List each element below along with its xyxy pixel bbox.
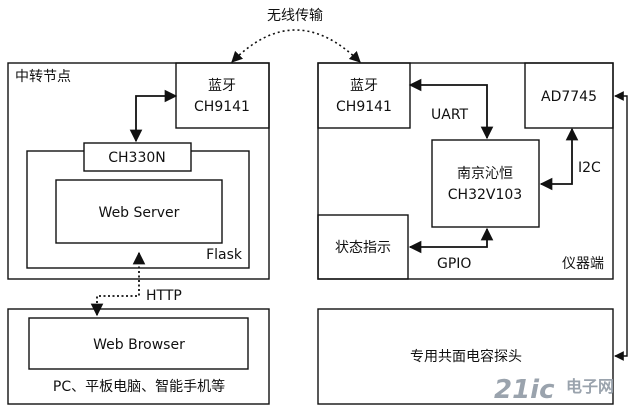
relay-bt-usb-link (129, 89, 178, 143)
probe-label: 专用共面电容探头 (410, 348, 522, 365)
client-box (7, 308, 270, 405)
web-browser-label: Web Browser (93, 337, 185, 353)
mcu-name: 南京沁恒 (457, 166, 513, 182)
uart-link (408, 78, 494, 140)
instr-bluetooth-model: CH9141 (336, 99, 392, 115)
web-server-label: Web Server (99, 205, 180, 221)
i2c-link (539, 127, 579, 191)
instrument-box (317, 62, 614, 280)
watermark-brand: 21ic (494, 375, 555, 405)
uart-label: UART (431, 107, 469, 123)
instr-bluetooth-name: 蓝牙 (350, 78, 378, 94)
mcu-box (431, 139, 540, 228)
relay-bluetooth-model: CH9141 (194, 99, 250, 115)
ad7745-label: AD7745 (541, 89, 597, 105)
gpio-link (408, 227, 494, 254)
relay-node-title: 中转节点 (15, 69, 71, 85)
status-label: 状态指示 (335, 240, 391, 256)
ch330n-label: CH330N (108, 150, 166, 166)
watermark-text: 电子网 (566, 377, 614, 396)
probe-link (614, 91, 628, 361)
http-link (90, 251, 146, 317)
wireless-label: 无线传输 (267, 8, 323, 24)
client-devices-label: PC、平板电脑、智能手机等 (53, 378, 225, 395)
web-server-box (55, 179, 223, 244)
relay-bluetooth-box (175, 62, 270, 129)
instr-bluetooth-box (317, 62, 411, 129)
status-box (317, 214, 409, 280)
relay-bluetooth-name: 蓝牙 (208, 78, 236, 94)
ch330n-box (83, 142, 192, 172)
probe-box (317, 308, 614, 405)
mcu-model: CH32V103 (448, 187, 522, 203)
gpio-label: GPIO (437, 256, 471, 272)
web-browser-box (28, 317, 249, 370)
i2c-label: I2C (578, 160, 601, 176)
wireless-link (231, 29, 361, 63)
flask-label: Flask (206, 247, 243, 263)
http-label: HTTP (146, 288, 182, 304)
watermark: 21ic 电子网 (494, 375, 614, 405)
instrument-title: 仪器端 (562, 256, 604, 272)
